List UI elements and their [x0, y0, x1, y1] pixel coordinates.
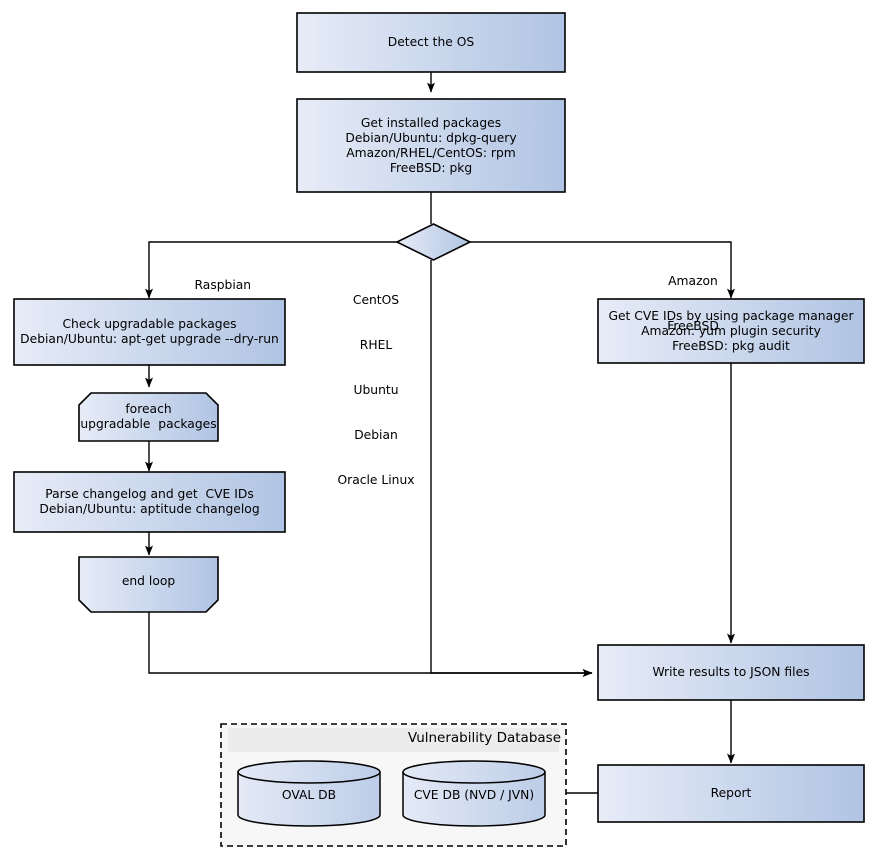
raspbian-text: Raspbian [194, 278, 252, 292]
node-report-shape[interactable] [597, 764, 865, 823]
group-vulnerability-database-title: Vulnerability Database [229, 730, 561, 746]
group-title-text: Vulnerability Database [407, 730, 561, 746]
middle-branch-line-3: Ubuntu [353, 383, 399, 397]
node-end-loop-shape[interactable] [78, 556, 219, 613]
node-get-cve-ids-shape[interactable] [597, 298, 865, 364]
node-detect-os-shape[interactable] [296, 12, 566, 73]
node-write-results-shape[interactable] [597, 644, 865, 701]
node-get-installed-packages-shape[interactable] [296, 98, 566, 193]
node-parse-changelog-shape[interactable] [13, 471, 286, 533]
edge-endloop-to-write [148, 612, 593, 677]
edge-label-raspbian: Raspbian [155, 263, 275, 308]
edge-label-right-branch: Amazon FreeBSD [633, 244, 753, 364]
edge-decision-to-cve [470, 241, 735, 299]
edge-label-middle-branch: CentOS RHEL Ubuntu Debian Oracle Linux [316, 263, 436, 518]
node-foreach-shape[interactable] [78, 392, 219, 442]
middle-branch-line-1: CentOS [352, 293, 400, 307]
node-cve-db-shape[interactable] [402, 760, 546, 827]
edge-decision-middle [430, 260, 593, 677]
group-header-band [228, 728, 559, 752]
middle-branch-line-2: RHEL [359, 338, 393, 352]
right-branch-line-2: FreeBSD [667, 319, 719, 333]
right-branch-line-1: Amazon [668, 274, 718, 288]
middle-branch-line-4: Debian [354, 428, 398, 442]
node-oval-db-shape[interactable] [237, 760, 381, 827]
node-decision-shape[interactable] [395, 223, 472, 261]
middle-branch-line-5: Oracle Linux [337, 473, 415, 487]
edge-decision-to-check [145, 241, 397, 299]
node-check-upgradable-shape[interactable] [13, 298, 286, 366]
